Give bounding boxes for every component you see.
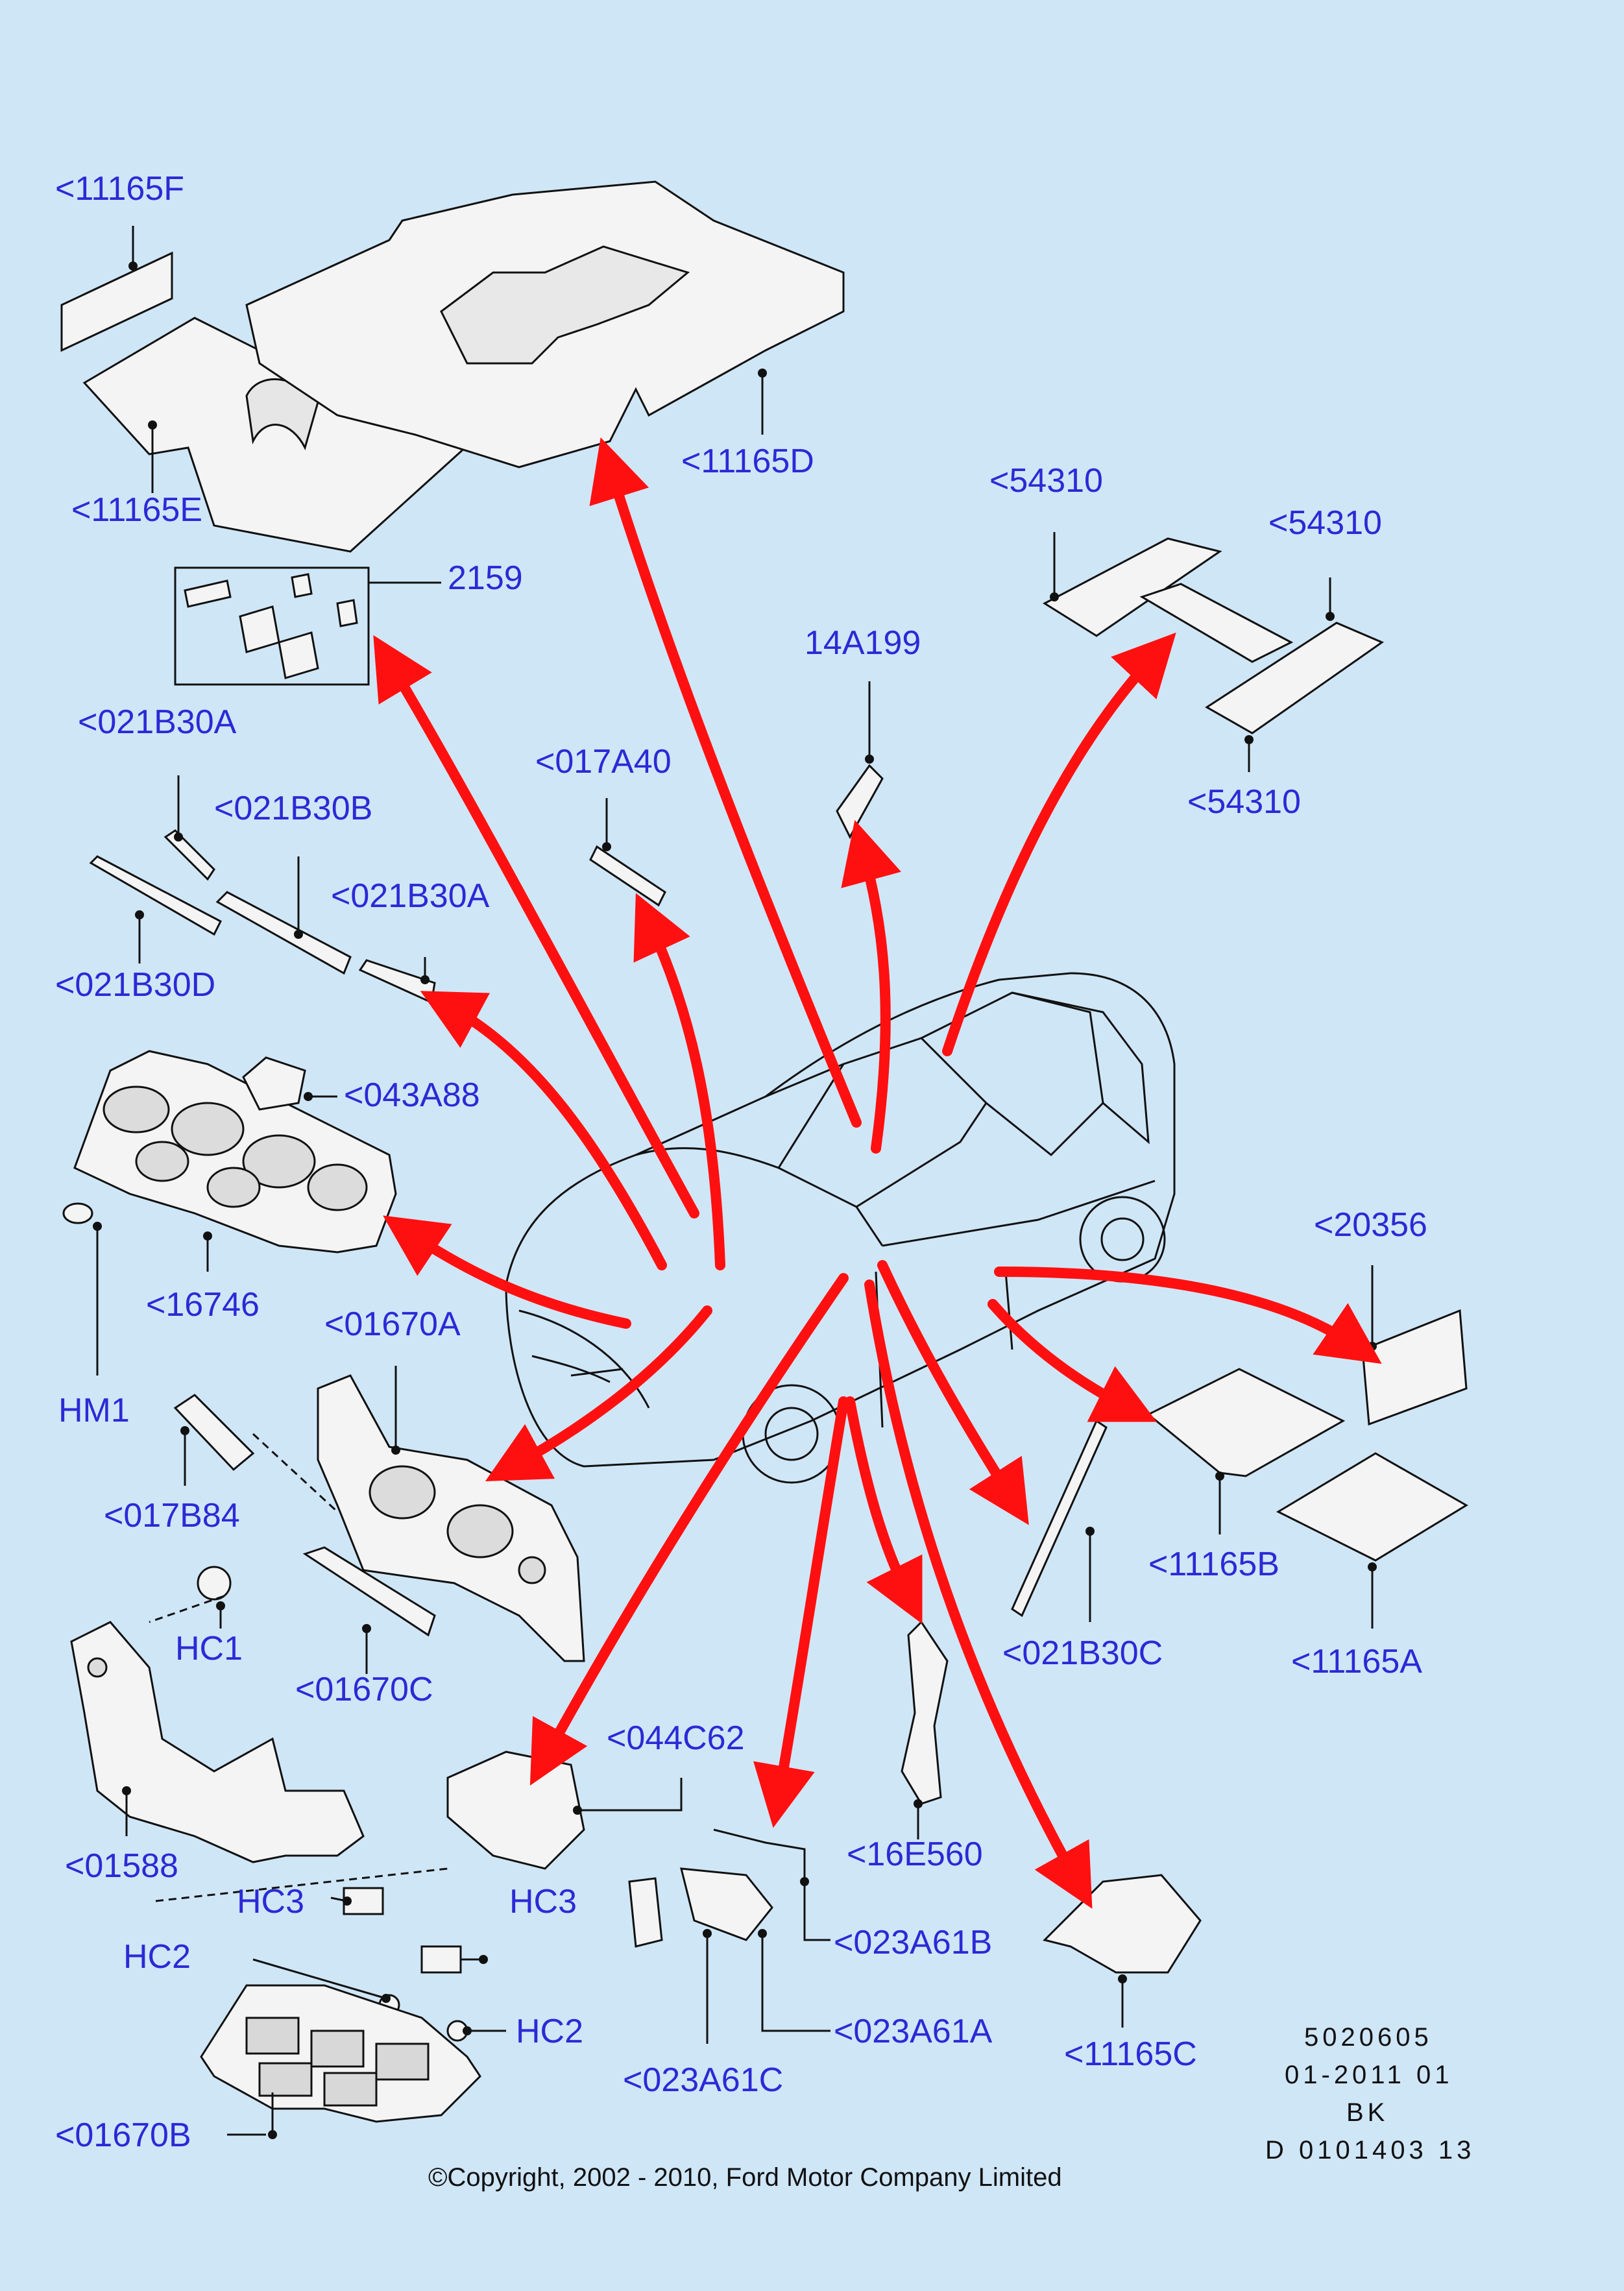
label-11165C: <11165C <box>1064 2035 1197 2073</box>
label-021B30D: <021B30D <box>55 966 216 1004</box>
label-2159: 2159 <box>448 559 523 597</box>
label-017B84: <017B84 <box>104 1497 240 1534</box>
label-11165B: <11165B <box>1148 1546 1279 1583</box>
label-021B30C: <021B30C <box>1002 1634 1163 1672</box>
label-16E560: <16E560 <box>847 1836 983 1873</box>
label-01670C: <01670C <box>295 1671 433 1708</box>
label-54310-a: <54310 <box>989 462 1103 500</box>
label-044C62: <044C62 <box>607 1719 745 1757</box>
label-HC1: HC1 <box>175 1630 243 1667</box>
label-20356: <20356 <box>1314 1206 1427 1244</box>
label-HC2-left: HC2 <box>123 1938 191 1976</box>
label-54310-c: <54310 <box>1187 783 1301 821</box>
label-01588: <01588 <box>65 1847 178 1885</box>
label-023A61C: <023A61C <box>623 2061 784 2099</box>
leader-dots <box>93 261 1377 2139</box>
leader-lines <box>96 226 1374 2136</box>
part-drawings <box>60 180 1468 2123</box>
label-01670A: <01670A <box>324 1305 461 1343</box>
label-11165E: <11165E <box>71 491 202 529</box>
label-017A40: <017A40 <box>535 743 672 781</box>
meta-line-4: D 0101403 13 <box>1265 2136 1475 2164</box>
label-021B30B: <021B30B <box>214 790 373 827</box>
meta-line-2: 01-2011 01 <box>1285 2061 1453 2089</box>
label-54310-b: <54310 <box>1268 504 1382 542</box>
label-11165D: <11165D <box>681 442 814 480</box>
label-01670B: <01670B <box>55 2116 191 2154</box>
red-arrows <box>373 437 1382 1909</box>
label-HM1: HM1 <box>58 1392 130 1429</box>
label-HC3-right: HC3 <box>509 1883 577 1921</box>
label-023A61A: <023A61A <box>834 2013 993 2050</box>
meta-line-1: 5020605 <box>1304 2023 1433 2052</box>
label-021B30A-top: <021B30A <box>78 703 237 741</box>
label-14A199: 14A199 <box>805 624 921 662</box>
label-11165A: <11165A <box>1291 1643 1422 1680</box>
copyright-text: ©Copyright, 2002 - 2010, Ford Motor Comp… <box>428 2163 1062 2192</box>
label-HC2-right: HC2 <box>516 2013 584 2050</box>
label-16746: <16746 <box>146 1286 260 1324</box>
label-043A88: <043A88 <box>344 1076 480 1114</box>
meta-line-3: BK <box>1346 2098 1389 2127</box>
label-023A61B: <023A61B <box>834 1924 993 1961</box>
label-HC3-left: HC3 <box>237 1883 305 1921</box>
label-11165F: <11165F <box>55 170 185 208</box>
label-021B30A-bottom: <021B30A <box>331 877 490 915</box>
